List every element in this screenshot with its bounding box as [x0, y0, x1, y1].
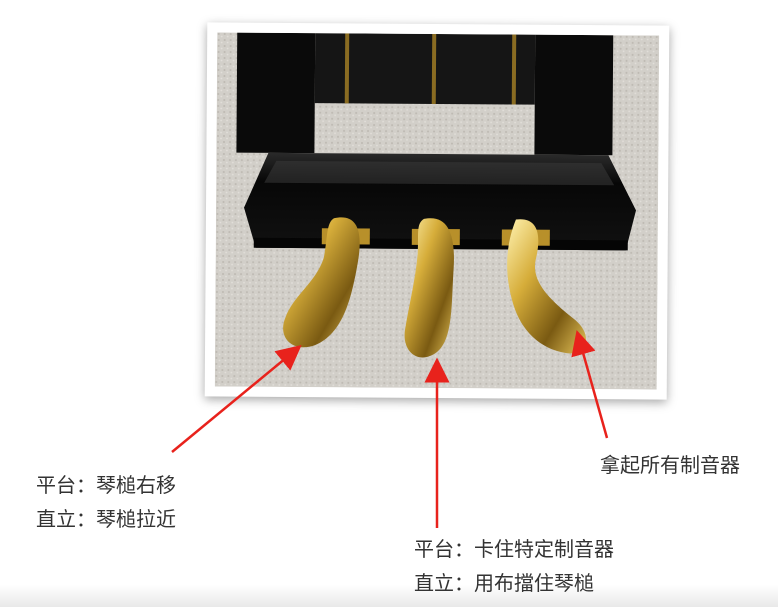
- pedal-right: [507, 219, 586, 354]
- middle-pedal-upright-text: 直立：用布擋住琴槌: [414, 571, 594, 595]
- piano-pedals-photo: [214, 32, 660, 390]
- arrow-right-pedal: [571, 329, 609, 439]
- bottom-fade: [0, 585, 778, 607]
- piano-leg-left: [236, 32, 316, 154]
- right-pedal-annotation: 拿起所有制音器: [600, 448, 740, 482]
- left-pedal-annotation: 平台：琴槌右移 直立：琴槌拉近: [36, 468, 176, 536]
- middle-pedal-annotation: 平台：卡住特定制音器 直立：用布擋住琴槌: [414, 532, 614, 600]
- pedal-middle: [404, 218, 454, 358]
- left-pedal-grand-text: 平台：琴槌右移: [36, 473, 176, 497]
- left-pedal-upright-text: 直立：琴槌拉近: [36, 507, 176, 531]
- arrow-left-pedal: [171, 345, 302, 453]
- piano-leg-right: [534, 34, 614, 156]
- middle-pedal-grand-text: 平台：卡住特定制音器: [414, 537, 614, 561]
- piano-pedals-photo-frame: [204, 22, 670, 400]
- lyre-rods: [314, 33, 536, 105]
- right-pedal-text: 拿起所有制音器: [600, 453, 740, 477]
- pedal-left: [283, 217, 360, 348]
